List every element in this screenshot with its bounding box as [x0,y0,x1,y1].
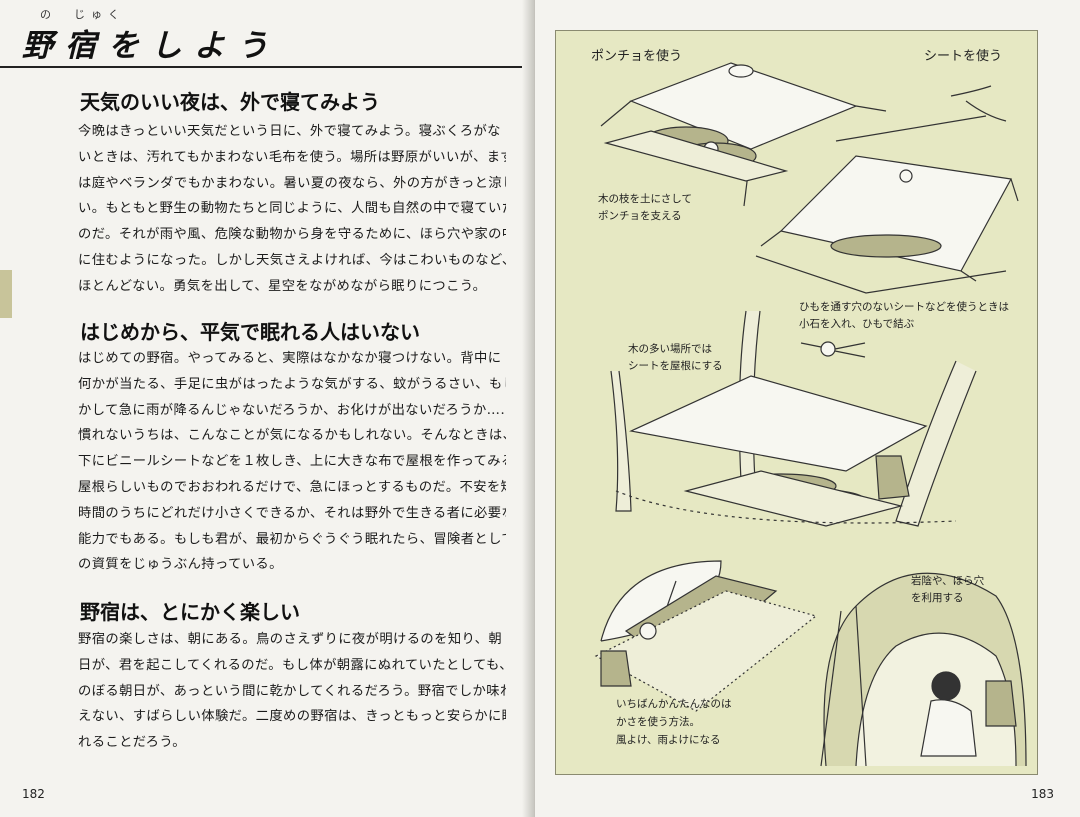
body-line: はじめての野宿。やってみると、実際はなかなか寝つけない。背中に [78,351,502,366]
title-rule [0,66,522,68]
sheet-shelter-drawing [755,85,1019,294]
label-string-2: 小石を入れ、ひもで結ぶ [799,318,915,330]
body-line: 何かが当たる、手足に虫がはったような気がする、蚊がうるさい、もし [78,376,506,392]
label-string-1: ひもを通す穴のないシートなどを使うときは [799,301,1009,313]
label-poncho: ポンチョを使う [591,49,683,64]
label-branch-1: 木の枝を土にさして [598,193,692,205]
label-branch-2: ポンチョを支える [598,210,682,222]
poncho-shelter-drawing [600,62,887,207]
body-line: は庭やベランダでもかまわない。暑い夏の夜なら、外の方がきっと涼し [78,175,506,191]
body-line: の資質をじゅうぶん持っている。 [78,557,283,573]
chapter-title-block: の じゅく 野宿をしよう [22,6,322,64]
body-line: に住むようになった。しかし天気さえよければ、今はこわいものなど、 [78,252,506,268]
cave-drawing [820,572,1027,767]
body-line: 今晩はきっといい天気だという日に、外で寝てみよう。寝ぶくろがな [78,124,501,139]
body-line: 慣れないうちは、こんなことが気になるかもしれない。そんなときは、 [78,428,506,444]
label-umbrella-2: かさを使う方法。 [616,716,700,728]
body-line: えない、すばらしい体験だ。二度めの野宿は、きっともっと安らかに眠 [78,709,506,725]
page-edge-tab [0,270,12,318]
chapter-title: 野宿をしよう [22,28,280,64]
body-line: ほとんどない。勇気を出して、星空をながめながら眠りにつこう。 [78,278,487,294]
camping-illustration [594,62,1027,767]
label-umbrella-1: いちばんかんたんなのは [616,698,732,710]
illustration-panel: ポンチョを使う シートを使う 木の枝を土にさして ポンチョを支える ひもを通す穴… [555,30,1038,775]
body-line: 時間のうちにどれだけ小さくできるか、それは野外で生きる者に必要な [78,505,506,521]
page-number-left: 182 [22,787,45,801]
label-trees-2: シートを屋根にする [628,360,723,372]
label-cave-1: 岩陰や、ほら穴 [911,575,985,587]
body-line: 日が、君を起こしてくれるのだ。もし体が朝露にぬれていたとしても、 [78,657,506,673]
body-line: のだ。それが雨や風、危険な動物から身を守るために、ほら穴や家の中 [78,227,506,243]
section-heading-3: 野宿は、とにかく楽しい [80,600,300,624]
body-line: 能力でもある。もしも君が、最初からぐうぐう眠れたら、冒険者として [78,531,506,547]
trees-sheet-drawing [610,310,977,527]
umbrella-drawing [594,560,818,712]
body-line: のぼる朝日が、あっという間に乾かしてくれるだろう。野宿でしか味わ [78,683,506,699]
section-body-1: 今晩はきっといい天気だという日に、外で寝てみよう。寝ぶくろがな いときは、汚れて… [78,119,506,300]
body-line: かして急に雨が降るんじゃないだろうか、お化けが出ないだろうか…… [78,402,506,418]
body-line: い。もともと野生の動物たちと同じように、人間も自然の中で寝ていた [78,201,506,217]
label-sheet: シートを使う [924,49,1003,64]
label-cave-2: を利用する [911,592,964,604]
body-line: いときは、汚れてもかまわない毛布を使う。場所は野原がいいが、まず [78,149,506,165]
body-line: れることだろう。 [78,735,186,751]
section-body-2: はじめての野宿。やってみると、実際はなかなか寝つけない。背中に 何かが当たる、手… [78,346,506,578]
page-number-right: 183 [1031,787,1054,801]
stone-tie-drawing [800,341,866,358]
label-trees-1: 木の多い場所では [628,343,712,355]
section-body-3: 野宿の楽しさは、朝にある。鳥のさえずりに夜が明けるのを知り、朝 日が、君を起こし… [78,627,506,756]
body-line: 屋根らしいものでおおわれるだけで、急にほっとするものだ。不安を短 [78,479,506,495]
left-page: の じゅく 野宿をしよう 天気のいい夜は、外で寝てみよう 今晩はきっといい天気だ… [0,0,530,817]
body-line: 下にビニールシートなどを１枚しき、上に大きな布で屋根を作ってみる。 [78,454,506,470]
body-line: 野宿の楽しさは、朝にある。鳥のさえずりに夜が明けるのを知り、朝 [78,632,503,647]
title-ruby: の じゅく [40,8,125,21]
section-heading-2: はじめから、平気で眠れる人はいない [80,320,420,344]
label-umbrella-3: 風よけ、雨よけになる [616,734,721,746]
section-heading-1: 天気のいい夜は、外で寝てみよう [80,90,380,114]
